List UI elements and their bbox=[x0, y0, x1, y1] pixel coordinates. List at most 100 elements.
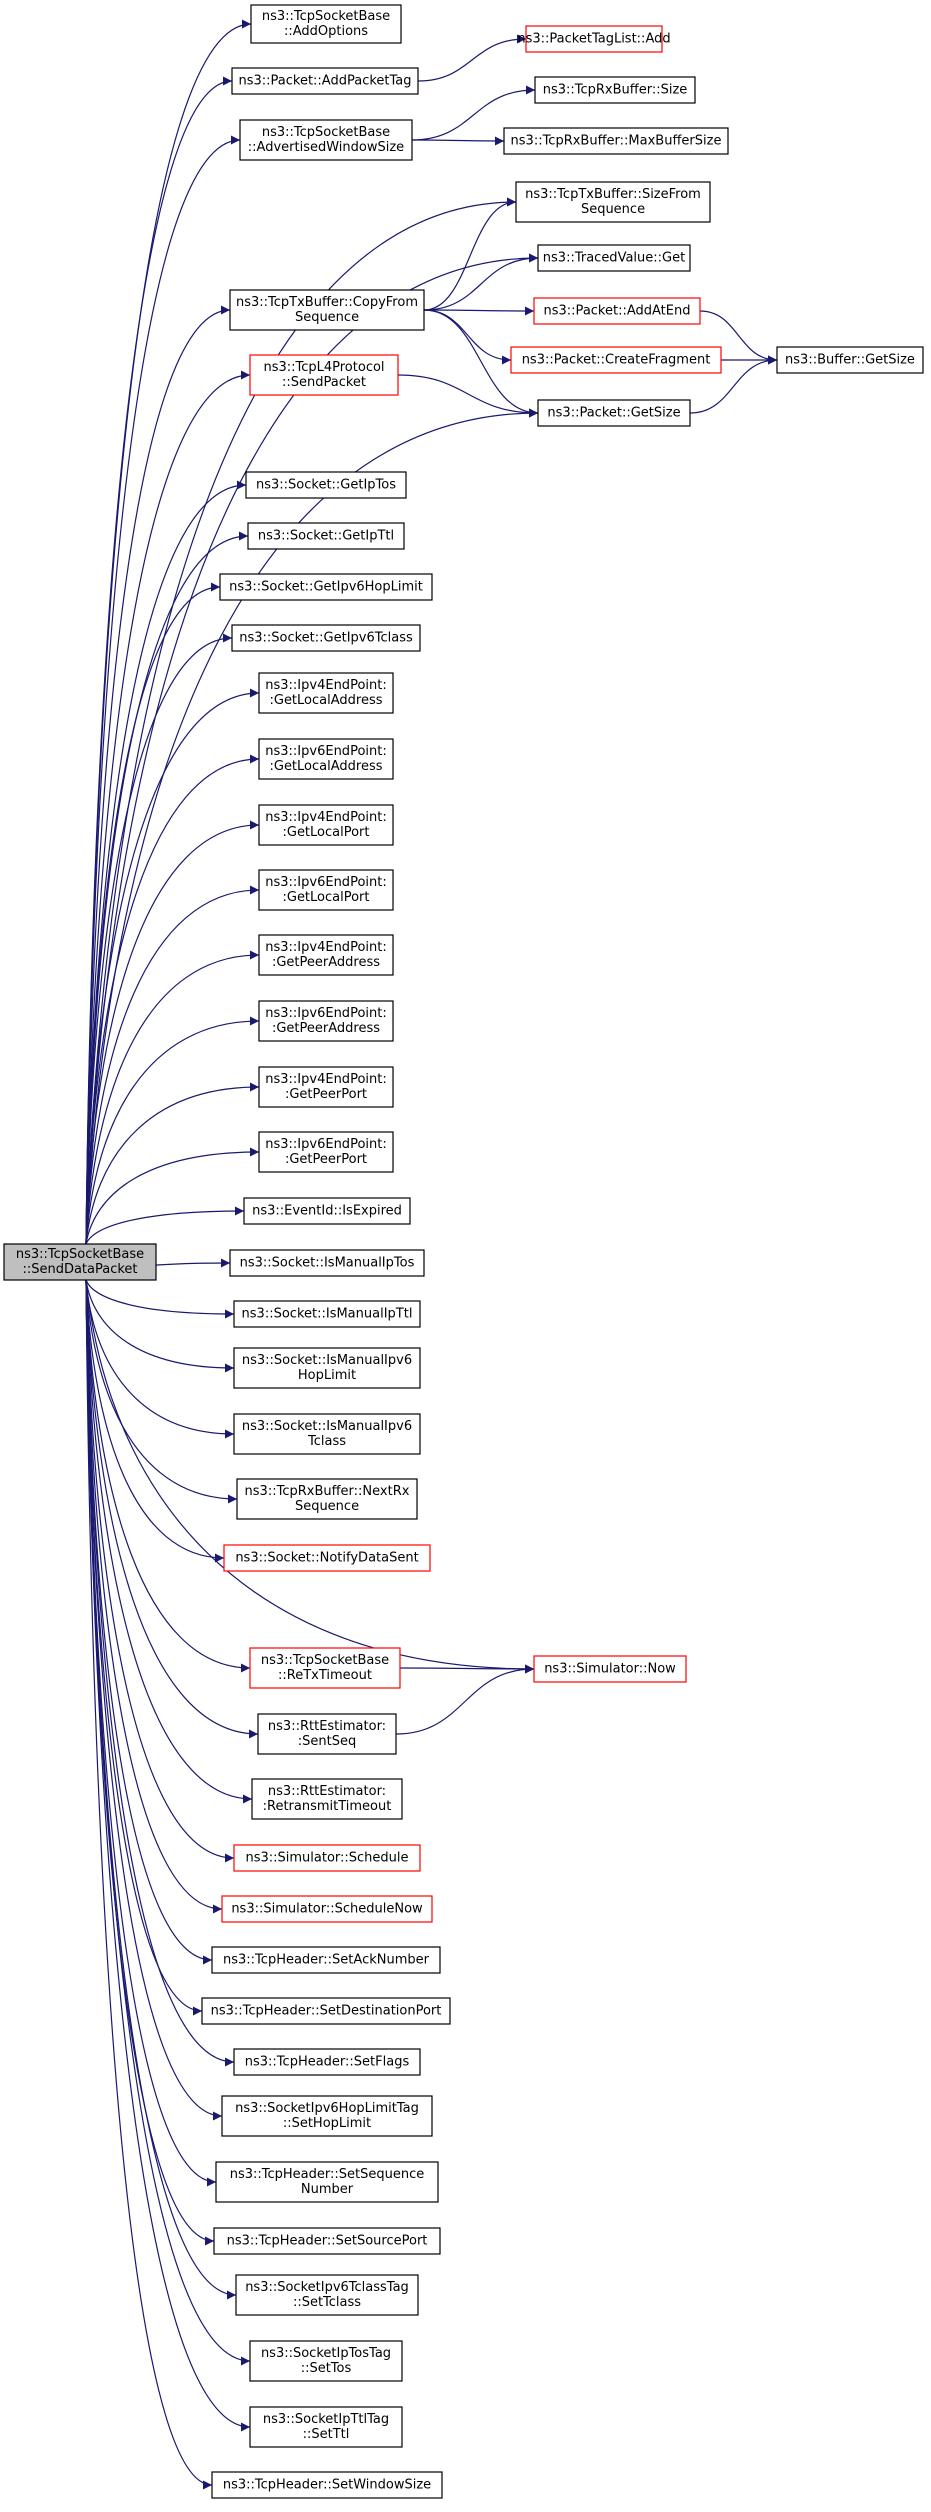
node-createfrag[interactable]: ns3::Packet::CreateFragment bbox=[510, 346, 722, 374]
node-setflags[interactable]: ns3::TcpHeader::SetFlags bbox=[233, 2048, 421, 2076]
edge-root-to-retxtimeout bbox=[85, 1279, 251, 1673]
node-label-line: ns3::Socket::IsManualIpv6 bbox=[242, 1353, 412, 1368]
node-box bbox=[515, 181, 711, 223]
node-retxtimeout[interactable]: ns3::TcpSocketBase::ReTxTimeout bbox=[249, 1647, 401, 1689]
edge-copyfrom-to-packetgetsize bbox=[423, 309, 539, 418]
node-sethoplimit[interactable]: ns3::SocketIpv6HopLimitTag::SetHopLimit bbox=[221, 2095, 433, 2137]
node-advwin[interactable]: ns3::TcpSocketBase::AdvertisedWindowSize bbox=[239, 119, 413, 161]
node-box bbox=[533, 1655, 687, 1683]
node-tracedget[interactable]: ns3::TracedValue::Get bbox=[537, 244, 691, 272]
node-box bbox=[211, 2471, 443, 2499]
node-ismaniptos[interactable]: ns3::Socket::IsManualIpTos bbox=[229, 1249, 425, 1277]
node-box bbox=[510, 346, 722, 374]
node-getipttl[interactable]: ns3::Socket::GetIpTtl bbox=[247, 522, 405, 550]
node-ipv4peeraddr[interactable]: ns3::Ipv4EndPoint::GetPeerAddress bbox=[258, 934, 394, 976]
node-buffergetsize[interactable]: ns3::Buffer::GetSize bbox=[776, 346, 924, 374]
node-label-line: :GetPeerAddress bbox=[272, 1021, 380, 1036]
node-root[interactable]: ns3::TcpSocketBase::SendDataPacket bbox=[3, 1243, 157, 1281]
node-label-line: ns3::TcpRxBuffer::Size bbox=[543, 83, 688, 98]
node-sentseq[interactable]: ns3::RttEstimator::SentSeq bbox=[257, 1713, 397, 1755]
node-rxsize[interactable]: ns3::TcpRxBuffer::Size bbox=[534, 76, 696, 104]
node-box bbox=[525, 25, 663, 53]
node-getipv6tc[interactable]: ns3::Socket::GetIpv6Tclass bbox=[231, 624, 421, 652]
node-setwindow[interactable]: ns3::TcpHeader::SetWindowSize bbox=[211, 2471, 443, 2499]
edge-root-to-setseq bbox=[85, 1279, 217, 2187]
node-ipv6localaddr[interactable]: ns3::Ipv6EndPoint::GetLocalAddress bbox=[258, 738, 394, 780]
node-l4send[interactable]: ns3::TcpL4Protocol::SendPacket bbox=[249, 354, 399, 396]
node-simnow[interactable]: ns3::Simulator::Now bbox=[533, 1655, 687, 1683]
node-setsrcport[interactable]: ns3::TcpHeader::SetSourcePort bbox=[213, 2227, 441, 2255]
node-ipv6peerport[interactable]: ns3::Ipv6EndPoint::GetPeerPort bbox=[258, 1131, 394, 1173]
node-label-line: ns3::TcpTxBuffer::CopyFrom bbox=[236, 295, 418, 310]
node-setdstport[interactable]: ns3::TcpHeader::SetDestinationPort bbox=[201, 1997, 451, 2025]
node-label-line: ns3::Socket::GetIpv6HopLimit bbox=[229, 580, 423, 595]
node-box bbox=[201, 1997, 451, 2025]
node-box bbox=[239, 119, 413, 161]
node-label-line: ns3::Socket::IsManualIpv6 bbox=[242, 1419, 412, 1434]
node-label-line: ns3::SocketIpv6HopLimitTag bbox=[235, 2101, 419, 2116]
node-getiptos[interactable]: ns3::Socket::GetIpTos bbox=[245, 471, 407, 499]
node-schedulenow[interactable]: ns3::Simulator::ScheduleNow bbox=[221, 1895, 433, 1923]
node-ipv4localport[interactable]: ns3::Ipv4EndPoint::GetLocalPort bbox=[258, 804, 394, 846]
edge-root-to-getipv6tc bbox=[85, 633, 233, 1245]
node-rtxtimeout[interactable]: ns3::RttEstimator::RetransmitTimeout bbox=[251, 1778, 403, 1820]
node-packetgetsize[interactable]: ns3::Packet::GetSize bbox=[537, 399, 691, 427]
node-isexpired[interactable]: ns3::EventId::IsExpired bbox=[243, 1197, 411, 1225]
node-label-line: ns3::SocketIpTosTag bbox=[261, 2346, 391, 2361]
node-rxmax[interactable]: ns3::TcpRxBuffer::MaxBufferSize bbox=[503, 127, 729, 155]
node-label-line: ns3::EventId::IsExpired bbox=[252, 1204, 402, 1219]
node-ipv6peeraddr[interactable]: ns3::Ipv6EndPoint::GetPeerAddress bbox=[258, 1000, 394, 1042]
node-addpackettag[interactable]: ns3::Packet::AddPacketTag bbox=[231, 67, 419, 95]
edge-root-to-setwindow bbox=[85, 1279, 213, 2490]
node-box bbox=[213, 2227, 441, 2255]
node-settclass[interactable]: ns3::SocketIpv6TclassTag::SetTclass bbox=[235, 2274, 419, 2316]
node-label-line: ns3::Socket::IsManualIpTos bbox=[240, 1256, 415, 1271]
node-label-line: ns3::PacketTagList::Add bbox=[517, 32, 670, 47]
node-label-line: ns3::Packet::GetSize bbox=[547, 406, 680, 421]
node-ipv6localport[interactable]: ns3::Ipv6EndPoint::GetLocalPort bbox=[258, 869, 394, 911]
node-setack[interactable]: ns3::TcpHeader::SetAckNumber bbox=[211, 1946, 441, 1974]
node-label-line: ns3::TcpSocketBase bbox=[262, 9, 390, 24]
node-box bbox=[233, 1347, 421, 1389]
node-label-line: ns3::Buffer::GetSize bbox=[785, 353, 915, 368]
node-box bbox=[533, 297, 701, 325]
node-box bbox=[221, 1895, 433, 1923]
node-label-line: ns3::Socket::GetIpv6Tclass bbox=[239, 631, 413, 646]
node-label-line: ns3::Socket::IsManualIpTtl bbox=[242, 1307, 413, 1322]
node-box bbox=[249, 2340, 403, 2382]
node-label-line: ns3::TcpRxBuffer::MaxBufferSize bbox=[511, 134, 722, 149]
node-label-line: ns3::Packet::AddAtEnd bbox=[544, 304, 691, 319]
node-getipv6hop[interactable]: ns3::Socket::GetIpv6HopLimit bbox=[219, 573, 433, 601]
node-ismanipttl[interactable]: ns3::Socket::IsManualIpTtl bbox=[233, 1300, 421, 1328]
node-ipv4peerport[interactable]: ns3::Ipv4EndPoint::GetPeerPort bbox=[258, 1066, 394, 1108]
node-label-line: :GetLocalAddress bbox=[269, 693, 382, 708]
node-addatend[interactable]: ns3::Packet::AddAtEnd bbox=[533, 297, 701, 325]
edge-sentseq-to-simnow bbox=[395, 1664, 535, 1735]
edge-packetgetsize-to-buffergetsize bbox=[689, 355, 778, 414]
node-ipv4localaddr[interactable]: ns3::Ipv4EndPoint::GetLocalAddress bbox=[258, 672, 394, 714]
node-packettaglistadd[interactable]: ns3::PacketTagList::Add bbox=[517, 25, 671, 53]
node-box bbox=[258, 869, 394, 911]
node-setttl[interactable]: ns3::SocketIpTtlTag::SetTtl bbox=[249, 2406, 403, 2448]
node-box bbox=[776, 346, 924, 374]
node-box bbox=[258, 1066, 394, 1108]
node-schedule[interactable]: ns3::Simulator::Schedule bbox=[233, 1844, 421, 1872]
edge-root-to-packetgetsize bbox=[85, 408, 539, 1245]
node-settos[interactable]: ns3::SocketIpTosTag::SetTos bbox=[249, 2340, 403, 2382]
edge-root-to-addpackettag bbox=[85, 76, 233, 1245]
edge-advwin-to-rxsize bbox=[411, 85, 536, 141]
node-box bbox=[247, 522, 405, 550]
node-notifysent[interactable]: ns3::Socket::NotifyDataSent bbox=[223, 1544, 431, 1572]
edge-root-to-simnow bbox=[85, 1279, 535, 1674]
edge-root-to-ismanv6tc bbox=[85, 1279, 235, 1439]
edge-root-to-schedule bbox=[85, 1279, 235, 1863]
node-label-line: ns3::RttEstimator: bbox=[268, 1784, 386, 1799]
node-addoptions[interactable]: ns3::TcpSocketBase::AddOptions bbox=[250, 4, 402, 44]
node-label-line: ns3::Ipv6EndPoint: bbox=[265, 1006, 386, 1021]
